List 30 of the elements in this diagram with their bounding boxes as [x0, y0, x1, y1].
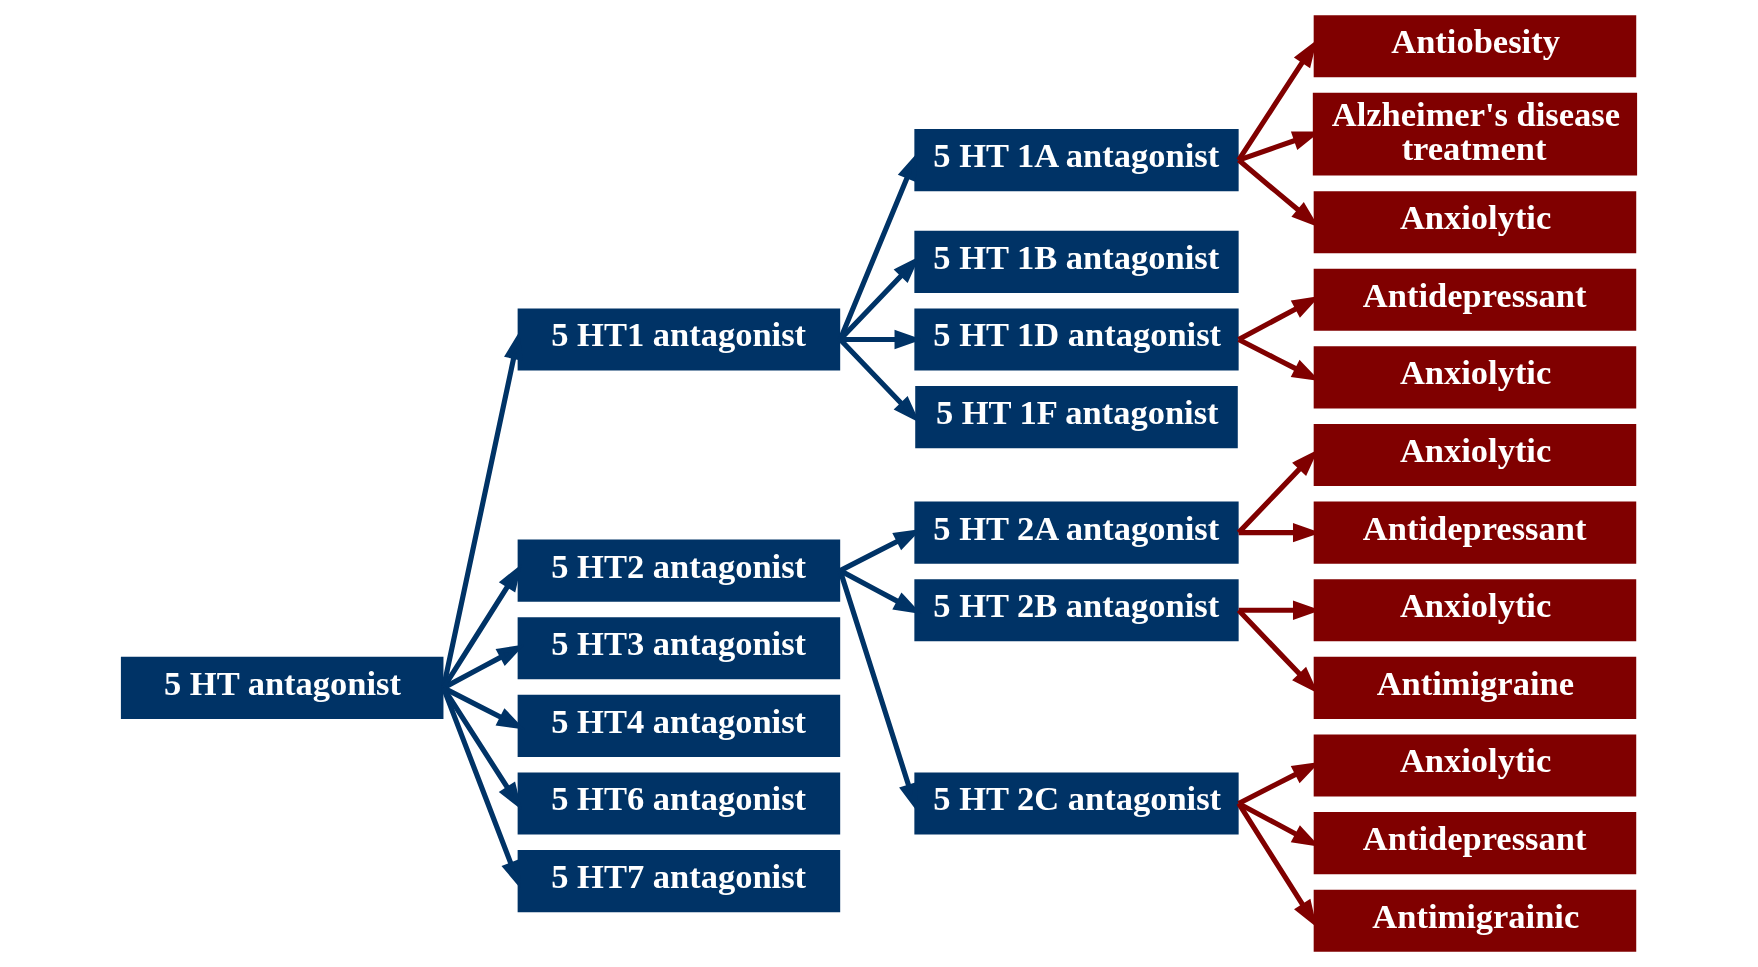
node-box: 5 HT 1A antagonist — [914, 129, 1239, 192]
arrow — [1236, 802, 1317, 928]
node-box: Antimigrainic — [1313, 889, 1637, 952]
arrow — [441, 686, 521, 889]
node-box: Antidepressant — [1313, 501, 1637, 564]
node-box: 5 HT 1B antagonist — [914, 230, 1239, 293]
node-box: 5 HT1 antagonist — [517, 308, 841, 371]
node-box: 5 HT7 antagonist — [517, 850, 841, 913]
node-box: Anxiolytic — [1313, 424, 1637, 487]
node-box: Alzheimer's disease treatment — [1312, 92, 1638, 176]
node-box: Antimigraine — [1313, 656, 1637, 719]
node-box: 5 HT 2A antagonist — [914, 501, 1239, 564]
node-box: 5 HT4 antagonist — [517, 694, 841, 757]
node-box: 5 HT 2B antagonist — [914, 579, 1239, 642]
node-box: 5 HT 1D antagonist — [914, 308, 1239, 371]
node-box: 5 HT6 antagonist — [517, 772, 841, 835]
node-box: 5 HT3 antagonist — [517, 617, 841, 680]
arrow — [837, 569, 918, 811]
node-box: Anxiolytic — [1313, 579, 1637, 642]
node-box: 5 HT2 antagonist — [517, 539, 841, 602]
node-box: Antidepressant — [1313, 812, 1637, 875]
node-box: Anxiolytic — [1313, 734, 1637, 797]
node-box: Anxiolytic — [1313, 191, 1637, 254]
node-box: 5 HT 1F antagonist — [915, 386, 1238, 449]
node-box: Antidepressant — [1313, 268, 1637, 331]
node-box: Anxiolytic — [1313, 346, 1637, 409]
arrow — [837, 152, 918, 341]
node-box: 5 HT 2C antagonist — [914, 772, 1239, 835]
node-box: Antiobesity — [1313, 15, 1637, 78]
node-box: 5 HT antagonist — [120, 656, 444, 719]
